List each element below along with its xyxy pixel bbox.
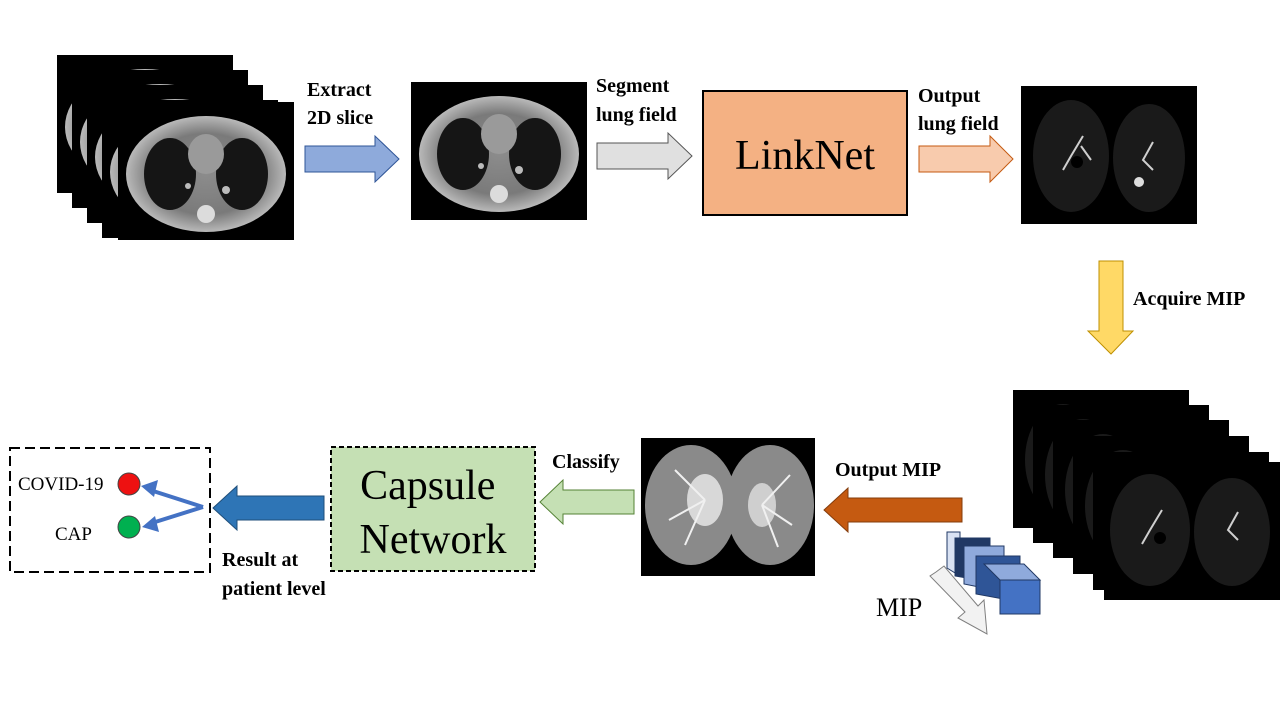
ct-2d-slice <box>411 82 587 220</box>
result-box <box>9 447 211 573</box>
classify-label: Classify <box>552 451 620 473</box>
segmented-volume-stack <box>1012 389 1280 600</box>
acquire-mip-arrow <box>1086 260 1135 355</box>
class-dot-cap <box>117 515 141 539</box>
extract-label: Extract 2D slice <box>307 79 376 129</box>
segment-label: Segment lung field <box>596 75 677 126</box>
class-arrowhead-cap <box>142 516 159 532</box>
classify-arrow <box>539 478 635 526</box>
ct-volume-stack <box>57 55 294 240</box>
class-arrowhead-covid19 <box>141 480 158 497</box>
capsule-network-box <box>330 446 536 572</box>
segment-arrow <box>596 131 693 181</box>
lung-field-image <box>1020 85 1198 225</box>
capsule-network-label: Capsule Network <box>360 463 507 563</box>
class-label-covid19: COVID-19 <box>18 474 104 495</box>
linknet-label: LinkNet <box>735 133 875 179</box>
class-label-cap: CAP <box>55 524 92 545</box>
mip-direction-arrow <box>929 565 988 635</box>
output-lung-label: Output lung field <box>918 85 999 135</box>
mip-projection-cube <box>946 531 1042 615</box>
extract-arrow <box>304 134 400 184</box>
result-arrow <box>212 484 325 532</box>
acquire-mip-label: Acquire MIP <box>1133 288 1245 310</box>
output-lung-arrow <box>918 134 1014 184</box>
output-mip-arrow <box>823 486 963 534</box>
result-label: Result at patient level <box>222 549 326 600</box>
linknet-box <box>702 90 908 216</box>
mip-label: MIP <box>876 593 922 622</box>
class-dot-covid19 <box>117 472 141 496</box>
mip-image <box>641 438 815 576</box>
class-arrows <box>149 488 204 525</box>
output-mip-label: Output MIP <box>835 459 941 481</box>
